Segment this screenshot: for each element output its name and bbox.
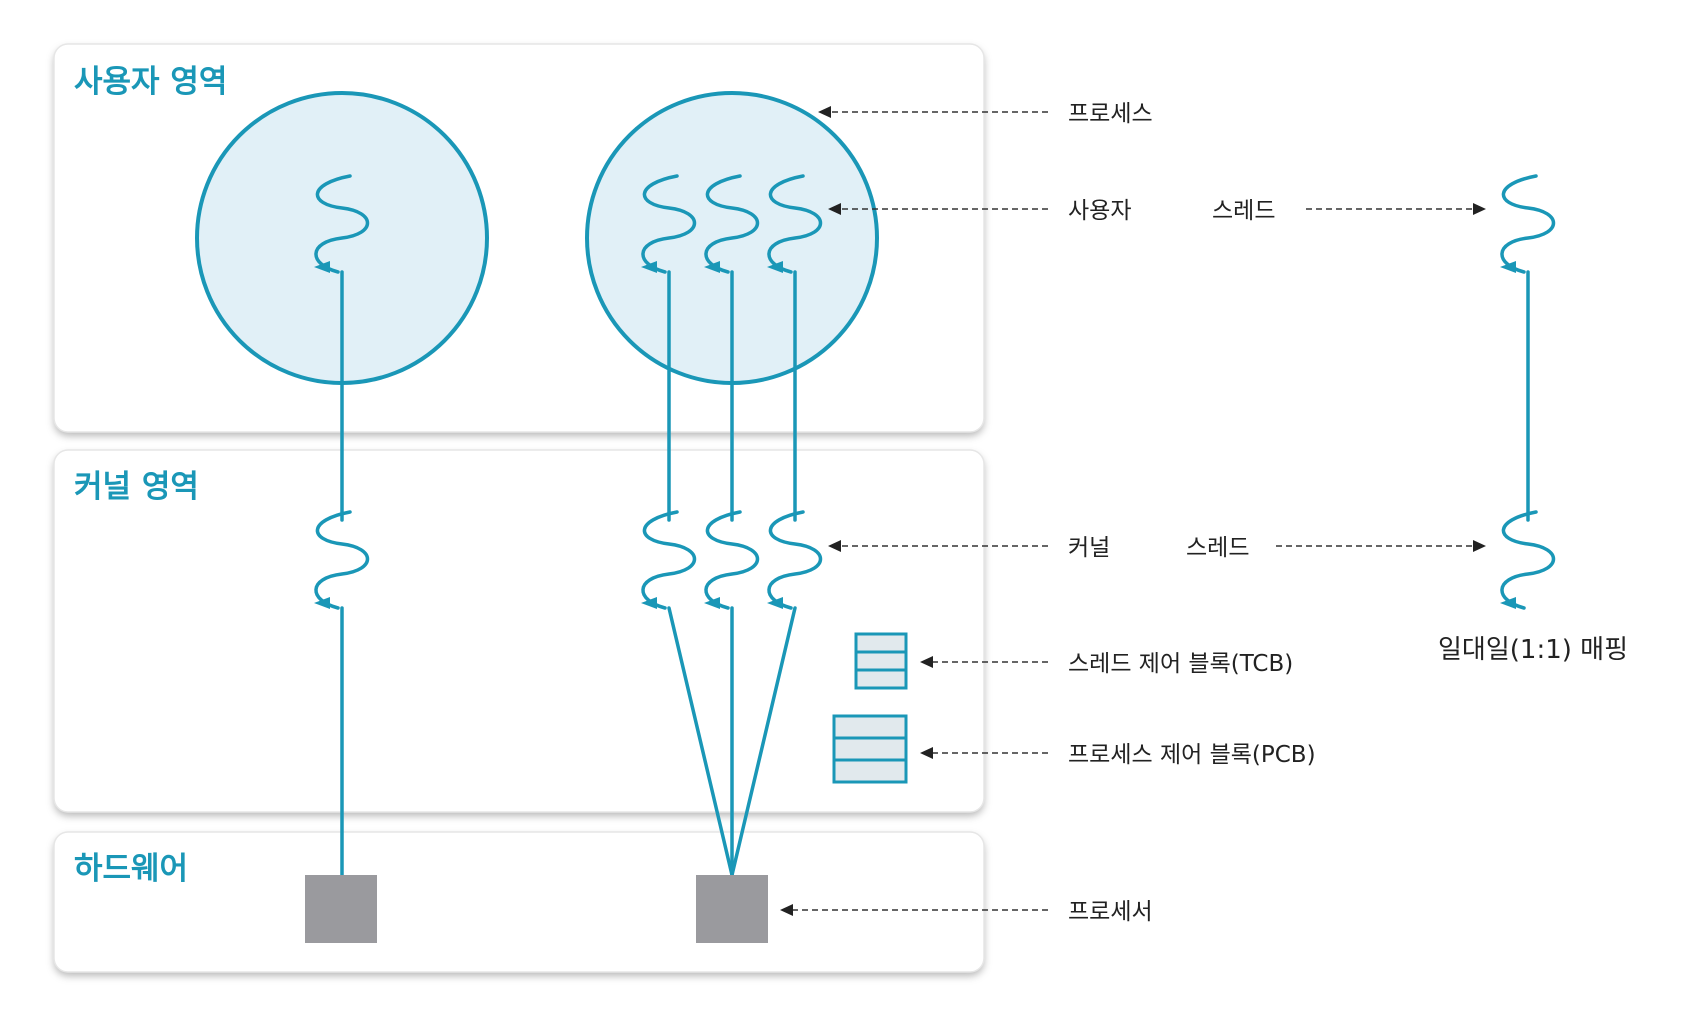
callout-arrow-kernel-thread [828,540,1048,552]
hardware-title: 하드웨어 [74,851,188,887]
label-pcb: 프로세스 제어 블록(PCB) [1068,742,1316,768]
label-process: 프로세스 [1068,101,1153,127]
thread-icon-legend-kernel [1500,510,1556,610]
callout-arrow-user-thread [828,203,1048,215]
user-space-title: 사용자 영역 [74,64,227,100]
label-kernel-thread-left: 커널 [1068,535,1110,561]
kernel-space-panel [53,449,985,813]
processor-left [305,875,377,943]
callout-arrow-user-thread-legend [1306,203,1486,215]
kernel-space-title: 커널 영역 [74,469,199,505]
label-tcb: 스레드 제어 블록(TCB) [1068,651,1293,677]
pcb-block [832,714,908,784]
callout-arrow-kernel-thread-legend [1276,540,1486,552]
kernel-processor-links [340,606,797,882]
thread-icon-kernel-2 [704,510,760,610]
processor-right [696,875,768,943]
thread-icon-kernel-3 [767,510,823,610]
thread-icon-user-2 [704,174,760,274]
label-user-thread-left: 사용자 [1068,198,1131,224]
thread-icon-user-3 [767,174,823,274]
label-processor: 프로세서 [1068,899,1153,925]
callout-arrow-processor [780,904,1048,916]
legend-caption: 일대일(1:1) 매핑 [1438,635,1628,665]
thread-icon-kernel-1 [641,510,697,610]
callout-arrow-tcb [920,656,1048,668]
thread-icon-legend-user [1500,174,1556,274]
thread-icon-user-single [314,174,370,274]
user-kernel-links [340,270,1530,522]
thread-icon-user-1 [641,174,697,274]
callout-arrow-process [818,106,1048,118]
hardware-panel [53,831,985,973]
tcb-block [854,632,908,690]
thread-icon-kernel-single [314,510,370,610]
label-user-thread-right: 스레드 [1212,198,1275,224]
callout-arrow-pcb [920,747,1048,759]
label-kernel-thread-right: 스레드 [1186,535,1249,561]
